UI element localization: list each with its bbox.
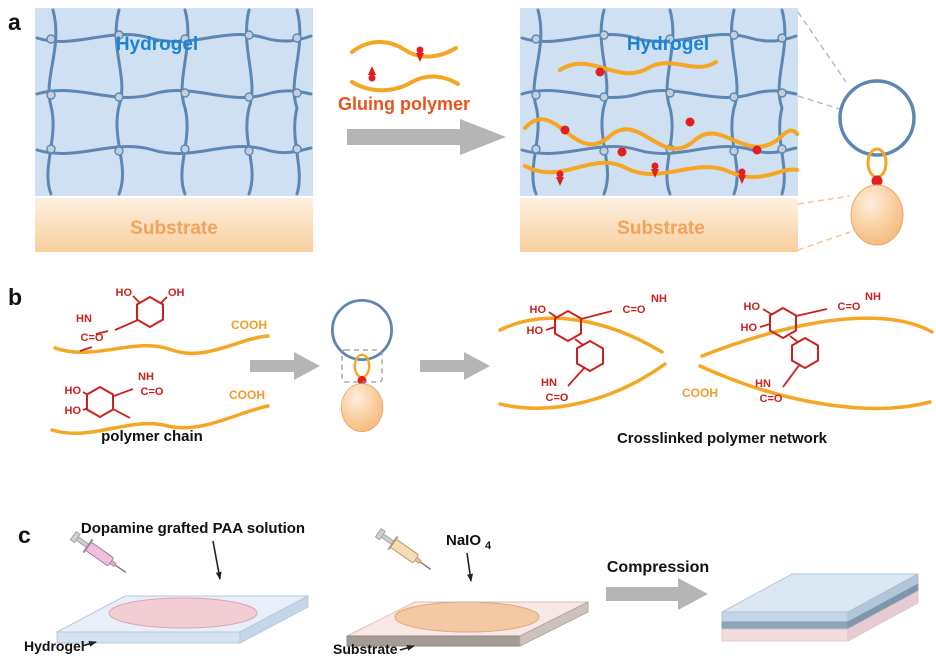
panel-b-label: b	[8, 284, 22, 310]
chem-label: HO	[527, 325, 544, 337]
crosslinked-caption: Crosslinked polymer network	[617, 430, 828, 447]
panel-a: a Hydrogel Substrate Gluing polymer	[8, 6, 916, 252]
chem-label: COOH	[231, 318, 267, 332]
bonding-motif	[330, 298, 394, 434]
chem-label: C=O	[546, 392, 569, 404]
panel-a-label: a	[8, 9, 21, 35]
gluing-polymer-caption: Gluing polymer	[338, 94, 470, 114]
panel-c-label: c	[18, 522, 31, 548]
arrow-right-icon	[250, 352, 320, 380]
naio4-subscript: 4	[485, 540, 492, 552]
chem-label: NH	[865, 291, 881, 303]
pointer-arrow-icon	[466, 552, 473, 582]
chem-label: HO	[744, 301, 761, 313]
polymer-chain-left: HN C=O HO OH COOH HO HO NH C=O COOH poly…	[50, 287, 270, 445]
chem-label: C=O	[81, 332, 104, 344]
chem-label: C=O	[838, 301, 861, 313]
hydrogel-slab-label: Hydrogel	[24, 638, 85, 654]
polymer-chain-caption: polymer chain	[101, 428, 203, 445]
chem-label: NH	[651, 293, 667, 305]
panel-c: c Dopamine grafted PAA solution Hydrogel	[18, 520, 919, 657]
pin-icon	[651, 162, 659, 178]
chem-label: C=O	[623, 304, 646, 316]
bonded-sandwich	[721, 573, 919, 642]
substrate-left-title: Substrate	[130, 218, 218, 239]
compression-caption: Compression	[607, 559, 709, 576]
arrow-right-icon	[347, 119, 506, 155]
scene-dopamine-coating: Dopamine grafted PAA solution Hydrogel	[24, 520, 309, 654]
solution-drop	[394, 601, 540, 633]
gluing-polymer-chains	[350, 40, 460, 93]
chem-label: COOH	[229, 388, 265, 402]
chem-label: C=O	[141, 386, 164, 398]
syringe-icon	[69, 531, 127, 573]
pin-icon	[738, 168, 746, 184]
catechol-ring	[86, 386, 114, 418]
crosslink-dimer	[770, 308, 818, 368]
chem-label: OH	[168, 287, 185, 299]
hydrogel-network-right: Hydrogel	[518, 6, 800, 198]
chem-label: NH	[138, 371, 154, 383]
substrate-right	[520, 198, 798, 252]
crosslinked-network: COOH HO HO C=O NH HN C=O HO HO C=O NH HN…	[498, 291, 934, 447]
dopamine-caption: Dopamine grafted PAA solution	[81, 520, 305, 537]
chem-label: HO	[741, 322, 758, 334]
substrate-slab-label: Substrate	[333, 641, 398, 657]
gluing-polymer-overlay	[523, 60, 799, 186]
pointer-arrow-icon	[212, 540, 222, 580]
chem-label: C=O	[760, 393, 783, 405]
hydrogel-slab	[56, 595, 309, 644]
zoom-dashed-box	[341, 349, 383, 383]
scene-naio4-oxidation: NaIO 4 Substrate	[333, 528, 589, 657]
loop-knot-balloon-motif	[838, 79, 916, 247]
arrow-right-icon	[606, 578, 708, 610]
chem-label: HO	[65, 385, 82, 397]
naio4-caption: NaIO	[446, 532, 481, 549]
solution-drop	[108, 597, 258, 629]
pointer-arrow-icon	[81, 641, 97, 647]
panel-b: b HN C=O HO OH COOH HO HO NH C=O COOH po…	[8, 284, 934, 447]
chem-label: HO	[116, 287, 133, 299]
pointer-arrow-icon	[399, 645, 415, 651]
pin-icon	[556, 170, 564, 186]
chem-label: HN	[541, 377, 557, 389]
substrate-left	[35, 198, 313, 252]
pin-icon	[368, 66, 376, 82]
hydrogel-network-left: Hydrogel	[33, 6, 315, 198]
chem-label: HN	[76, 313, 92, 325]
pin-icon	[416, 46, 424, 62]
substrate-slab	[346, 601, 589, 647]
chem-label: HO	[65, 405, 82, 417]
scene-compression: Compression	[606, 559, 919, 642]
arrow-right-icon	[420, 352, 490, 380]
hydrogel-left-title: Hydrogel	[116, 34, 198, 55]
chem-label: COOH	[682, 386, 718, 400]
substrate-right-title: Substrate	[617, 218, 705, 239]
syringe-icon	[374, 528, 432, 570]
hydrogel-right-title: Hydrogel	[627, 34, 709, 55]
zoom-callout-lines	[797, 11, 851, 251]
catechol-ring	[136, 296, 164, 328]
chem-label: HO	[530, 304, 547, 316]
chem-label: HN	[755, 378, 771, 390]
